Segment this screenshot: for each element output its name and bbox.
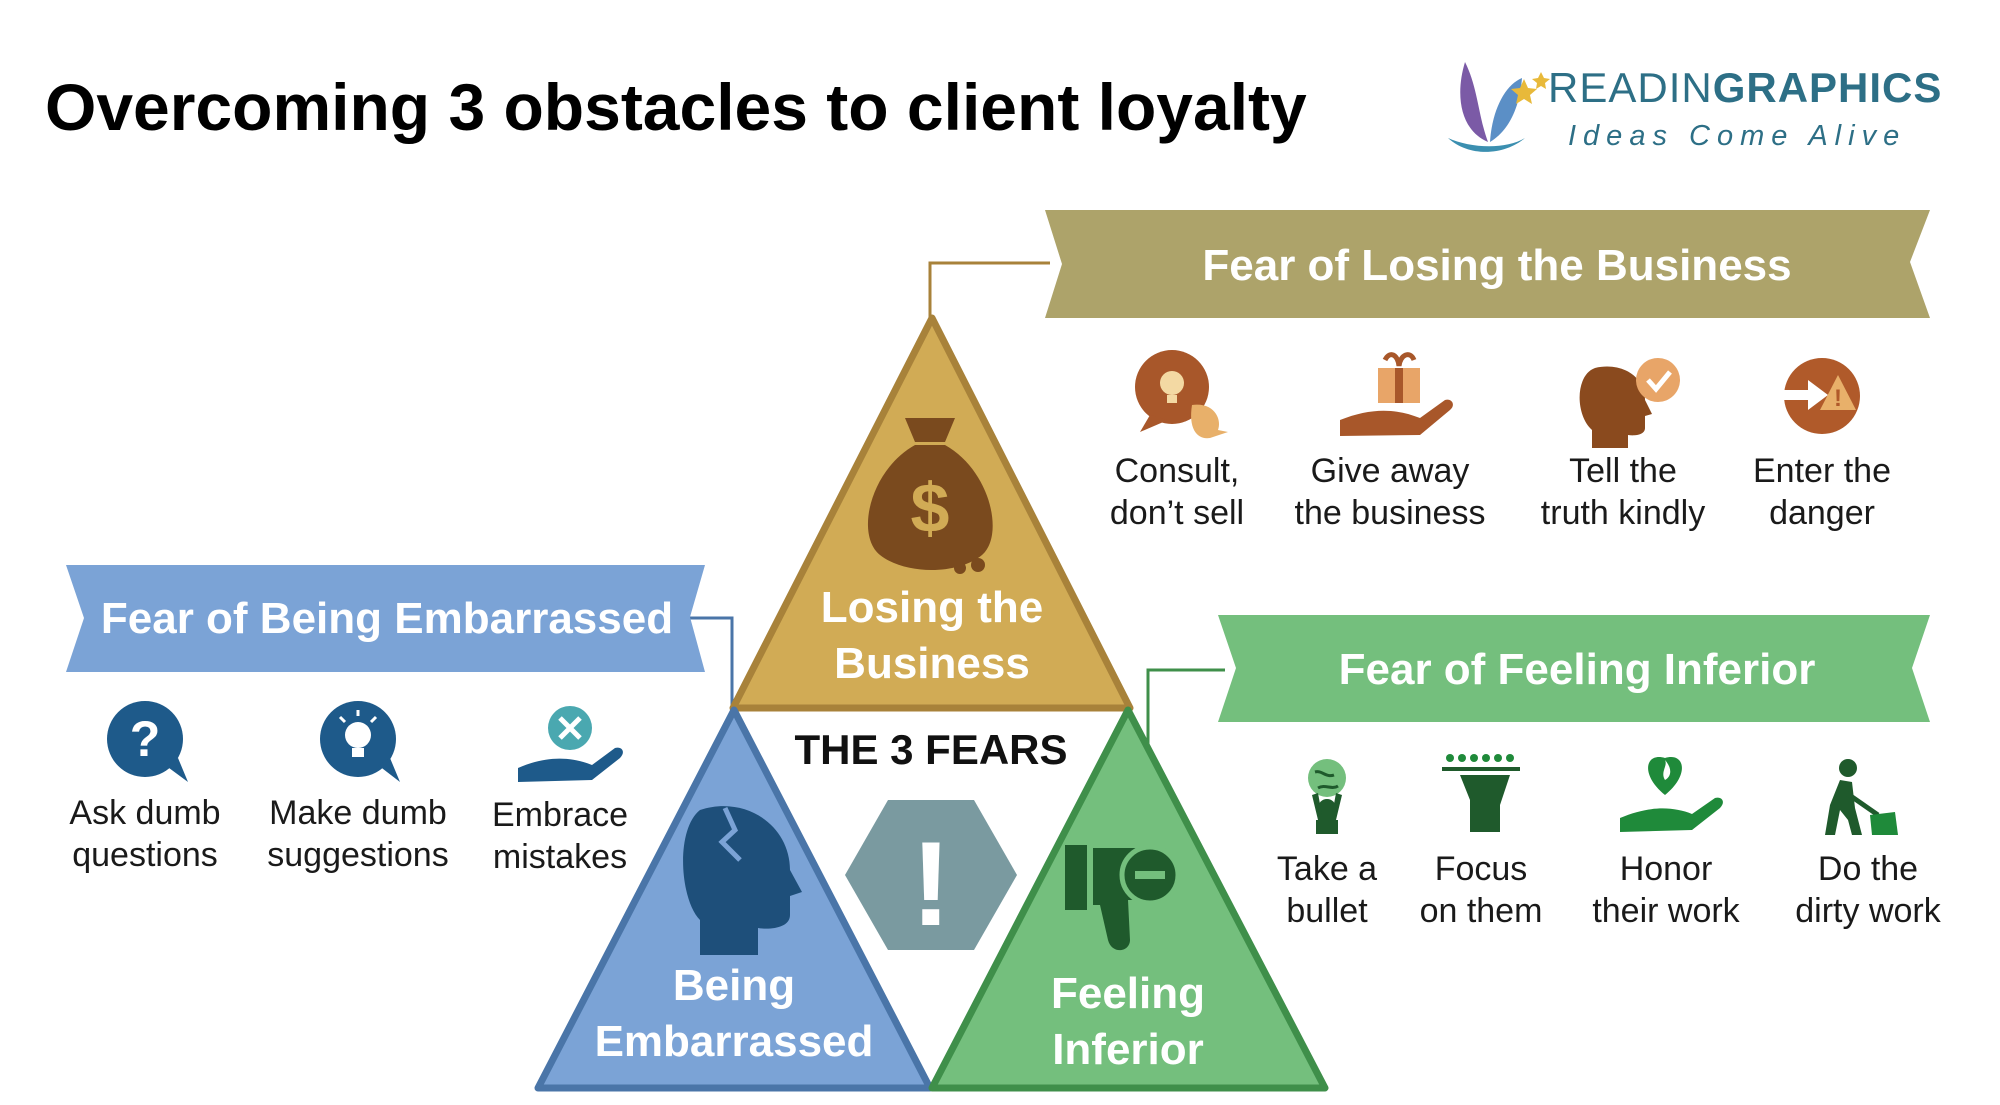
item-label-line2: their work	[1592, 892, 1740, 930]
item-label-line2: mistakes	[493, 838, 627, 876]
warning-hexagon-icon: !	[845, 800, 1017, 951]
svg-text:$: $	[911, 469, 950, 547]
triangle-feeling-inferior: Feeling Inferior	[928, 706, 1329, 1092]
page-title: Overcoming 3 obstacles to client loyalty	[45, 70, 1307, 144]
brand-name: READINGRAPHICS	[1548, 64, 1942, 111]
item-label-line1: Tell the	[1569, 452, 1677, 490]
item-label-line2: danger	[1769, 494, 1875, 532]
inferior-item-focus: Focus on them	[1420, 754, 1543, 930]
brand-tagline: Ideas Come Alive	[1568, 120, 1906, 152]
item-label-line1: Take a	[1277, 850, 1377, 888]
triangle-being-embarrassed: Being Embarrassed	[534, 706, 934, 1092]
embarrassed-banner-shape	[66, 565, 705, 672]
inferior-banner: Fear of Feeling Inferior	[1218, 615, 1930, 722]
hand-holding-people-icon	[1442, 754, 1520, 832]
item-label-line1: Ask dumb	[69, 794, 220, 832]
item-label-line2: dirty work	[1795, 892, 1941, 930]
item-label-line1: Enter the	[1753, 452, 1891, 490]
triangle-top-line1: Losing the	[821, 583, 1043, 632]
triangle-right-line2: Inferior	[1052, 1025, 1204, 1074]
inferior-item-honor: Honor their work	[1592, 757, 1741, 930]
item-label-line2: the business	[1295, 494, 1486, 532]
svg-text:?: ?	[130, 711, 161, 767]
item-label-line1: Focus	[1435, 850, 1528, 888]
speech-bubble-lightbulb-icon	[1135, 350, 1228, 439]
person-holding-globe-icon	[1308, 759, 1346, 834]
head-speech-check-icon	[1579, 358, 1680, 448]
thumbs-down-minus-icon	[1065, 844, 1181, 951]
brand-logo: READINGRAPHICS Ideas Come Alive	[1448, 62, 1942, 152]
item-label-line2: truth kindly	[1541, 494, 1705, 532]
svg-text:!: !	[1834, 385, 1842, 412]
hand-heart-icon	[1620, 757, 1723, 832]
cracked-head-icon	[683, 806, 802, 955]
inferior-item-bullet: Take a bullet	[1277, 759, 1377, 930]
butterfly-logo-icon	[1448, 62, 1550, 152]
arrow-warning-icon: !	[1776, 358, 1860, 434]
business-heading: Fear of Losing the Business	[1202, 241, 1791, 290]
embarrassed-heading: Fear of Being Embarrassed	[101, 594, 673, 643]
inferior-heading: Fear of Feeling Inferior	[1339, 645, 1816, 694]
triangle-top-line2: Business	[834, 639, 1030, 688]
business-item-consult: Consult, don’t sell	[1110, 350, 1244, 532]
embarrassed-item-ask: ? Ask dumb questions	[69, 701, 221, 874]
embarrassed-item-mistakes: Embrace mistakes	[492, 706, 628, 876]
item-label-line2: don’t sell	[1110, 494, 1244, 532]
item-label-line2: suggestions	[267, 836, 448, 874]
item-label-line1: Do the	[1818, 850, 1918, 888]
item-label-line2: on them	[1420, 892, 1543, 930]
inferior-banner-shape	[1218, 615, 1930, 722]
hand-x-icon	[518, 706, 623, 782]
hand-gift-icon	[1340, 352, 1453, 436]
warning-symbol: !	[911, 817, 951, 951]
warning-hexagon-shape	[845, 800, 1017, 950]
item-label-line1: Embrace	[492, 796, 628, 834]
item-label-line1: Give away	[1311, 452, 1470, 490]
money-bag-icon: $	[867, 418, 993, 574]
triangle-right-line1: Feeling	[1051, 969, 1205, 1018]
triangle-left-line2: Embarrassed	[595, 1017, 874, 1066]
question-bubble-icon: ?	[107, 701, 188, 782]
item-label-line1: Consult,	[1115, 452, 1240, 490]
embarrassed-item-suggest: Make dumb suggestions	[267, 701, 449, 874]
item-label-line1: Honor	[1620, 850, 1713, 888]
business-item-tell-truth: Tell the truth kindly	[1541, 358, 1705, 532]
item-label-line2: bullet	[1286, 892, 1368, 930]
business-connector-line	[928, 261, 1050, 318]
triangle-left-line1: Being	[673, 961, 795, 1010]
item-label-line2: questions	[72, 836, 218, 874]
lightbulb-bubble-icon	[320, 701, 400, 782]
triangle-losing-business: $ Losing the Business	[729, 314, 1134, 712]
business-item-give-away: Give away the business	[1295, 352, 1486, 532]
inferior-item-dirty-work: Do the dirty work	[1795, 759, 1942, 930]
person-shoveling-icon	[1825, 759, 1898, 835]
business-item-enter-danger: ! Enter the danger	[1753, 358, 1891, 532]
center-label: THE 3 FEARS	[794, 726, 1067, 773]
business-banner: Fear of Losing the Business	[1045, 210, 1930, 318]
business-banner-shape	[1045, 210, 1930, 318]
item-label-line1: Make dumb	[269, 794, 447, 832]
embarrassed-banner: Fear of Being Embarrassed	[66, 565, 705, 672]
